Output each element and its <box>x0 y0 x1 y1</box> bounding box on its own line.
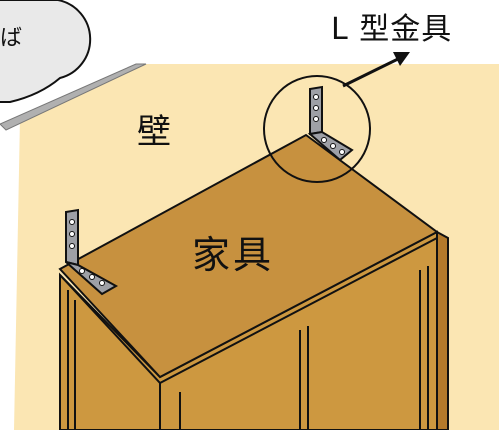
speech-bubble <box>0 0 92 103</box>
label-l-bracket: L 型金具 <box>331 12 453 47</box>
highlight-circle <box>263 75 371 183</box>
furniture-top <box>58 133 439 379</box>
label-furniture: 家具 <box>192 233 275 277</box>
label-wall: 壁 <box>137 112 171 152</box>
callout-arrow <box>342 52 410 88</box>
l-bracket-left <box>65 208 119 296</box>
furniture-side <box>436 230 449 430</box>
furniture-panels <box>67 266 429 430</box>
skirting-line <box>0 63 147 131</box>
speech-bubble-text: ば <box>0 26 23 51</box>
l-bracket-right <box>307 85 354 162</box>
